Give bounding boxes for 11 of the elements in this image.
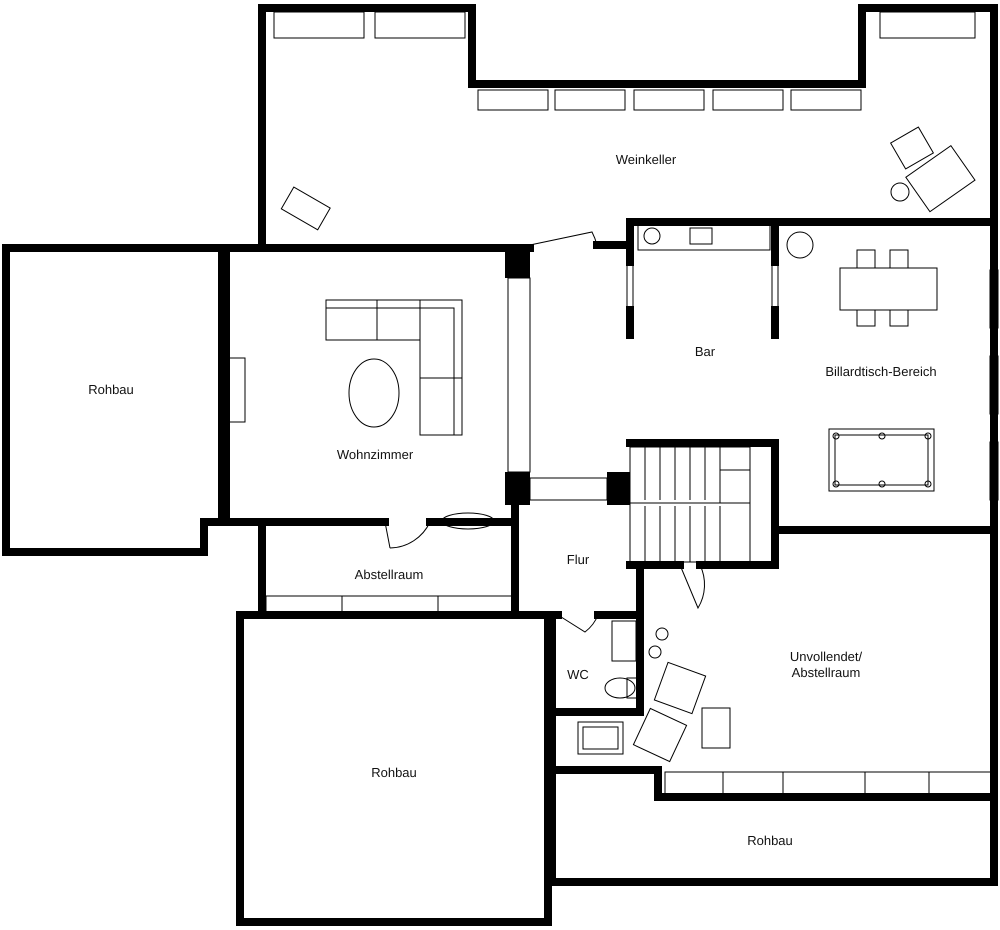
room-label: Unvollendet/ Abstellraum xyxy=(776,648,876,682)
room-label: Abstellraum xyxy=(334,566,444,584)
room-label: Rohbau xyxy=(354,764,434,782)
room-label: Billardtisch-Bereich xyxy=(806,364,956,380)
room-label: Bar xyxy=(675,344,735,360)
room-label: WC xyxy=(558,666,598,684)
room-label: Rohbau xyxy=(71,382,151,398)
room-label: Weinkeller xyxy=(586,152,706,168)
room-label: Flur xyxy=(553,552,603,568)
room-label: Rohbau xyxy=(730,832,810,850)
room-label: Wohnzimmer xyxy=(320,446,430,464)
